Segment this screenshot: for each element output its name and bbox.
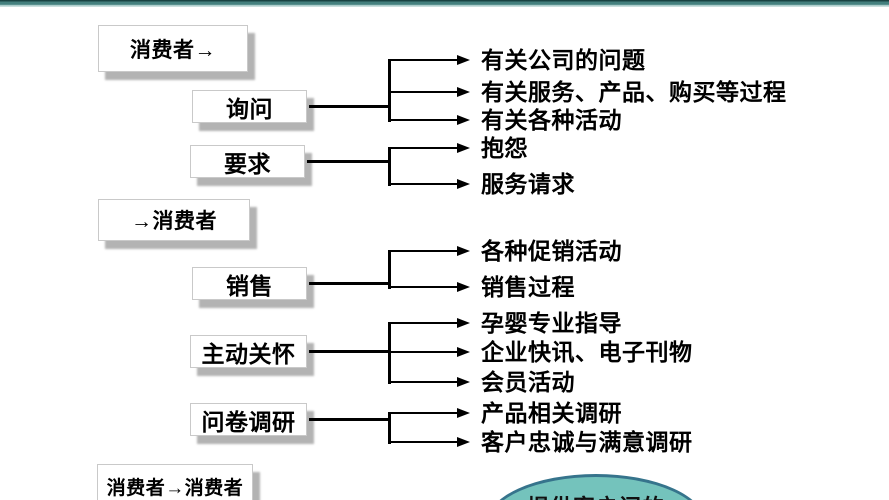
arrow-right-icon <box>457 245 470 256</box>
branch-item-label: 会员活动 <box>481 369 575 395</box>
arrow-right-icon <box>457 178 470 189</box>
branch-trunk-inquiry <box>387 58 391 122</box>
channel-label-proactive-care: 主动关怀 <box>201 340 296 367</box>
branch-line <box>387 146 458 150</box>
connector-survey <box>309 417 391 421</box>
branch-item-label: 客户忠诚与满意调研 <box>481 429 693 455</box>
channel-label-survey: 问卷调研 <box>201 408 296 435</box>
branch-item-label: 销售过程 <box>481 274 575 300</box>
arrow-right-icon <box>457 114 470 125</box>
branch-trunk-request <box>387 146 391 186</box>
branch-line <box>387 350 458 354</box>
branch-item-label: 各种促销活动 <box>481 238 622 264</box>
branch-trunk-sales <box>387 249 391 289</box>
arrow-right-icon <box>457 346 470 357</box>
category-label-consumer-outbound: 消费者→ <box>130 38 216 62</box>
branch-line <box>387 411 458 415</box>
connector-proactive-care <box>309 349 391 353</box>
channel-box-survey: 问卷调研 <box>190 403 307 436</box>
arrow-right-icon <box>457 407 470 418</box>
channel-label-request: 要求 <box>224 150 271 177</box>
consumer-to-consumer-ellipse: 提供客户间的 <box>486 474 706 500</box>
arrow-right-icon <box>457 54 470 65</box>
arrow-right-icon <box>457 317 470 328</box>
branch-line <box>387 380 458 384</box>
category-box-consumer-to-consumer: 消费者→消费者 <box>97 464 253 500</box>
connector-sales <box>309 281 391 285</box>
channel-label-inquiry: 询问 <box>226 95 273 122</box>
channel-label-sales: 销售 <box>226 272 273 299</box>
category-box-consumer-inbound: →消费者 <box>98 199 250 241</box>
branch-item-label: 孕婴专业指导 <box>481 310 622 336</box>
arrow-right-icon <box>457 281 470 292</box>
arrow-right-icon <box>457 142 470 153</box>
branch-line <box>387 321 458 325</box>
branch-line <box>387 90 458 94</box>
connector-inquiry <box>309 104 391 108</box>
category-label-consumer-inbound: →消费者 <box>131 210 217 233</box>
ellipse-label: 提供客户间的 <box>527 490 665 500</box>
channel-box-inquiry: 询问 <box>192 90 307 123</box>
branch-line <box>387 440 458 444</box>
branch-trunk-survey <box>387 411 391 444</box>
channel-box-sales: 销售 <box>192 267 307 300</box>
arrow-right-icon <box>457 436 470 447</box>
top-accent-bar <box>0 0 889 7</box>
channel-box-request: 要求 <box>190 145 305 178</box>
arrow-right-icon <box>457 376 470 387</box>
connector-request <box>307 159 391 163</box>
category-label-consumer-to-consumer: 消费者→消费者 <box>106 477 244 499</box>
branch-item-label: 抱怨 <box>481 135 528 161</box>
branch-item-label: 企业快讯、电子刊物 <box>481 339 693 365</box>
category-box-consumer-outbound: 消费者→ <box>98 25 248 72</box>
branch-item-label: 有关公司的问题 <box>481 47 646 73</box>
branch-line <box>387 285 458 289</box>
branch-line <box>387 249 458 253</box>
branch-item-label: 有关各种活动 <box>481 107 622 133</box>
arrow-right-icon <box>457 86 470 97</box>
branch-item-label: 服务请求 <box>481 171 575 197</box>
branch-item-label: 有关服务、产品、购买等过程 <box>481 79 787 105</box>
branch-line <box>387 118 458 122</box>
branch-line <box>387 182 458 186</box>
channel-box-proactive-care: 主动关怀 <box>190 335 307 368</box>
branch-line <box>387 58 458 62</box>
branch-item-label: 产品相关调研 <box>481 400 622 426</box>
